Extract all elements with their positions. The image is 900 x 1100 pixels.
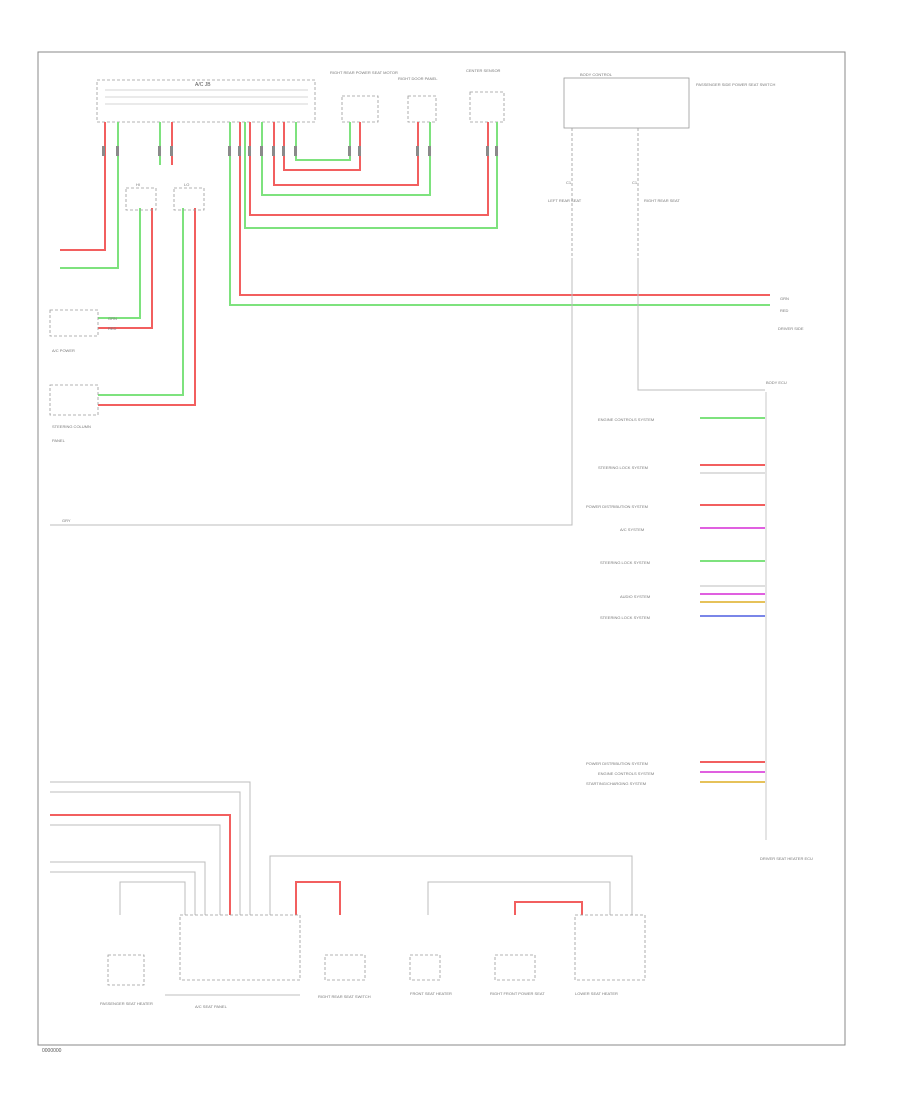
right-rear-panel-box (407, 95, 437, 123)
bottom-box-4 (409, 954, 441, 981)
lower-sys-label-2: ENGINE CONTROLS SYSTEM (598, 771, 654, 776)
bottom-gray-2 (50, 791, 241, 915)
bottom-gray-4 (50, 861, 206, 915)
steering-column-box (49, 384, 99, 416)
bottom-box-1 (107, 954, 145, 986)
bottom-label-5: RIGHT FRONT POWER SEAT (490, 991, 545, 996)
wire-grn-switch2 (98, 208, 184, 396)
wire-grn-loop-1 (295, 122, 351, 161)
lower-sys-label-3: STARTING/CHARGING SYSTEM (586, 781, 646, 786)
lower-sys-label-1: POWER DISTRIBUTION SYSTEM (586, 761, 648, 766)
harness-label: A/C JB (195, 82, 211, 88)
bottom-gray-1 (50, 781, 251, 915)
switch-hi-box (125, 187, 157, 211)
wire-red-loop-3 (249, 122, 489, 216)
bottom-label-4: FRONT SEAT HEATER (410, 991, 452, 996)
wire2-code: RED (108, 326, 117, 331)
wire-red-long (239, 122, 770, 296)
sys-label-5: STEERING LOCK SYSTEM (600, 560, 650, 565)
switch-lo-label: LO (184, 182, 189, 187)
right-wire-top-label: GRN (780, 296, 789, 301)
right-rear-label: RIGHT REAR SEAT (644, 198, 680, 203)
bottom-box-2 (179, 914, 301, 981)
center-sensor-box (469, 91, 505, 123)
bottom-gray-label: GRY (62, 518, 71, 523)
bottom-label-2: A/C SEAT PANEL (195, 1004, 228, 1009)
harness-pins (102, 146, 498, 156)
wire-grn-loop-2 (261, 122, 431, 196)
bottom-box-6 (574, 914, 646, 981)
wire-red-left-a (60, 122, 106, 251)
wire-red-switch1 (98, 208, 153, 329)
bottom-red-1 (50, 814, 231, 915)
right-rear-motor-box (341, 95, 379, 123)
sys-label-3: POWER DISTRIBUTION SYSTEM (586, 504, 648, 509)
bottom-gray-loop (119, 881, 186, 915)
left-rear-label: LEFT REAR SEAT (548, 198, 582, 203)
bottom-gray-5 (50, 871, 196, 915)
right-rear-motor-label: RIGHT REAR POWER SEAT MOTOR (330, 70, 398, 75)
right-connector-side-label: DRIVER SIDE (778, 326, 804, 331)
sys-label-6: AUDIO SYSTEM (620, 594, 650, 599)
ac-power-label: A/C POWER (52, 348, 75, 353)
sys-label-7: STEERING LOCK SYSTEM (600, 615, 650, 620)
sys-label-1: ENGINE CONTROLS SYSTEM (598, 417, 654, 422)
connector-right-label: C1 (632, 180, 638, 185)
bottom-gray-loop-2 (427, 881, 611, 915)
wire-gray-left (50, 258, 573, 526)
bottom-box-5 (494, 954, 536, 981)
bottom-label-6: LOWER SEAT HEATER (575, 991, 618, 996)
wire-grn-switch1 (98, 208, 141, 319)
wire-gray-right (637, 258, 765, 391)
wire-grn-long (229, 122, 770, 306)
ac-power-box (49, 309, 99, 337)
module-box-label: BODY CONTROL (580, 72, 613, 77)
bottom-label-3: RIGHT REAR SEAT SWITCH (318, 994, 371, 999)
steering-column-label: STEERING COLUMN (52, 424, 91, 429)
right-wire-bottom-label: RED (780, 308, 789, 313)
switch-hi-label: HI (136, 182, 140, 187)
wire-grn-left-a (60, 122, 119, 269)
bottom-gray-3 (50, 824, 221, 915)
connector-left-label: C1 (566, 180, 572, 185)
bottom-gray-long (269, 855, 633, 915)
bottom-red-loop (295, 881, 341, 915)
center-sensor-label: CENTER SENSOR (466, 68, 501, 73)
sys-label-2: STEERING LOCK SYSTEM (598, 465, 648, 470)
right-connector-footer: DRIVER SEAT HEATER ECU (760, 856, 813, 861)
switch-lo-box (173, 187, 205, 211)
wire-red-switch2 (98, 208, 196, 406)
wire-grn-loop-3 (244, 122, 498, 229)
module-box (563, 77, 690, 129)
sys-label-4: A/C SYSTEM (620, 527, 644, 532)
bottom-box-3 (324, 954, 366, 981)
page-code: 0000000 (42, 1048, 62, 1054)
right-connector-title: BODY ECU (766, 380, 787, 385)
bottom-label-1: PASSENGER SEAT HEATER (100, 1001, 153, 1006)
diagram-frame (37, 51, 846, 1046)
module-box-side-label: PASSENGER SIDE POWER SEAT SWITCH (696, 82, 775, 87)
right-rear-panel-label: RIGHT DOOR PANEL (398, 76, 438, 81)
wire1-code: GRN (108, 316, 117, 321)
steering-column-sub: PANEL (52, 438, 66, 443)
bottom-red-loop-2 (514, 901, 583, 915)
